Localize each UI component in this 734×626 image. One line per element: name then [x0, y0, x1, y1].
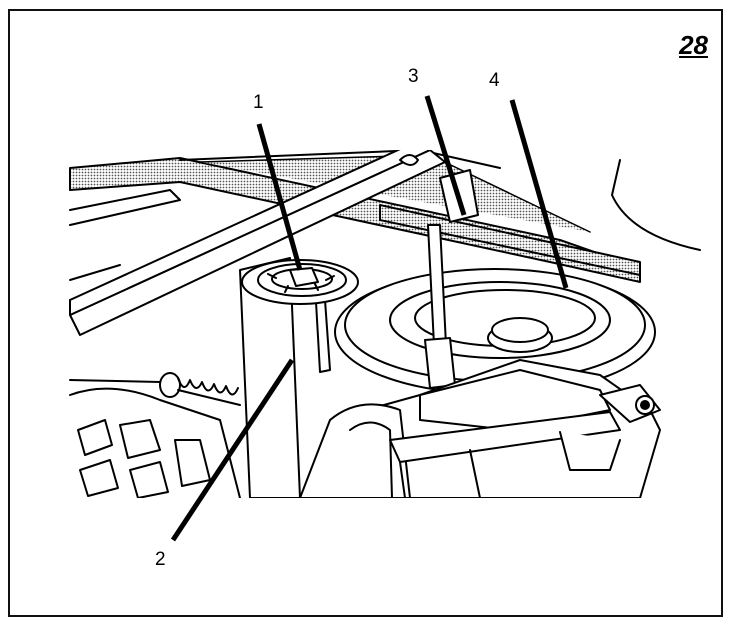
callout-3: 3 [408, 66, 419, 87]
transmission-housing [299, 359, 661, 498]
leader-line-4 [509, 99, 569, 289]
wheel [69, 387, 241, 498]
drive-belt-upper [69, 157, 641, 283]
tension-spring [69, 372, 241, 406]
idler-pulley [241, 259, 359, 305]
figure-number: 28 [679, 30, 708, 60]
leader-line-3 [424, 95, 467, 216]
main-pulley [334, 268, 656, 395]
leader-lines [170, 95, 569, 542]
callout-2: 2 [155, 549, 166, 570]
leader-line-1 [256, 123, 303, 271]
leader-line-2 [170, 358, 295, 542]
callout-4: 4 [489, 70, 500, 91]
callout-1: 1 [253, 92, 264, 113]
